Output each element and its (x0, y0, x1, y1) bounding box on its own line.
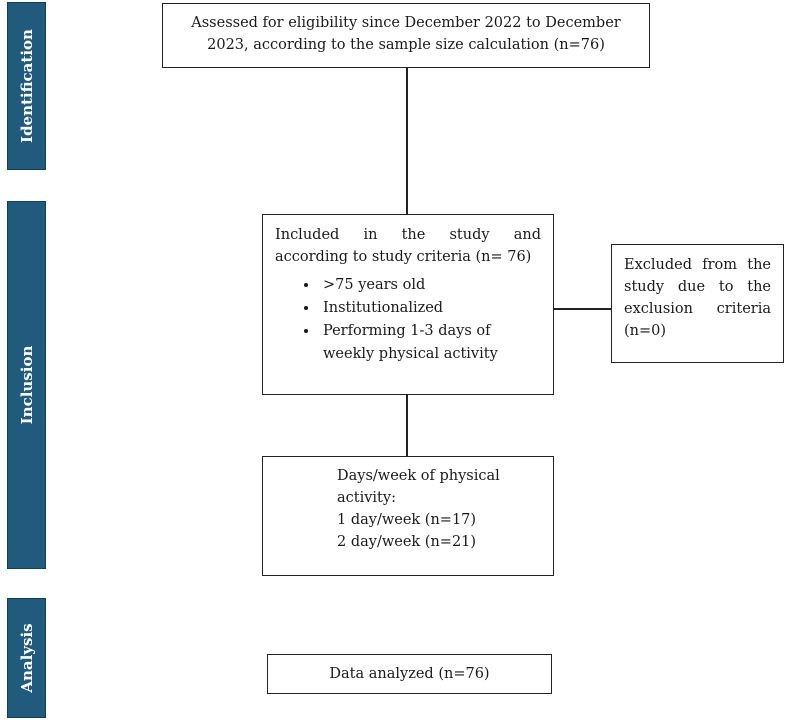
excluded-line-1: Excluded from the (624, 257, 771, 273)
analysis-label: Analysis (17, 623, 36, 693)
excluded-line-3: exclusion criteria (624, 301, 771, 317)
identification-label: Identification (17, 29, 36, 143)
included-study-box: Included in the study and according to s… (262, 214, 554, 395)
assessed-line-1: Assessed for eligibility since December … (191, 15, 621, 31)
data-analyzed-box: Data analyzed (n=76) (267, 654, 552, 694)
included-line-1: Included in the study and (275, 227, 541, 243)
criteria-list: >75 years old Institutionalized Performi… (275, 274, 541, 366)
inclusion-label: Inclusion (17, 345, 36, 425)
assessed-eligibility-box: Assessed for eligibility since December … (162, 3, 650, 68)
excluded-line-4: (n=0) (624, 323, 667, 339)
analysis-section-bar: Analysis (7, 598, 46, 718)
inclusion-section-bar: Inclusion (7, 201, 46, 569)
criteria-item: Performing 1-3 days of (319, 320, 541, 343)
connector-included-to-days (406, 394, 408, 457)
assessed-line-2: 2023, according to the sample size calcu… (207, 37, 605, 53)
connector-included-to-excluded (553, 308, 612, 310)
data-analyzed-text: Data analyzed (n=76) (329, 666, 490, 682)
days-line-1: Days/week of physical (337, 468, 500, 484)
criteria-item: Institutionalized (319, 297, 541, 320)
included-line-2: according to study criteria (n= 76) (275, 249, 532, 265)
days-per-week-box: Days/week of physical activity: 1 day/we… (262, 456, 554, 576)
excluded-box: Excluded from the study due to the exclu… (611, 244, 784, 363)
identification-section-bar: Identification (7, 2, 46, 170)
days-line-2: activity: (337, 490, 396, 506)
excluded-line-2: study due to the (624, 279, 771, 295)
days-line-4: 2 day/week (n=21) (337, 534, 477, 550)
criteria-item: >75 years old (319, 274, 541, 297)
connector-assessed-to-included (406, 67, 408, 214)
criteria-item: weekly physical activity (323, 346, 498, 362)
days-line-3: 1 day/week (n=17) (337, 512, 477, 528)
